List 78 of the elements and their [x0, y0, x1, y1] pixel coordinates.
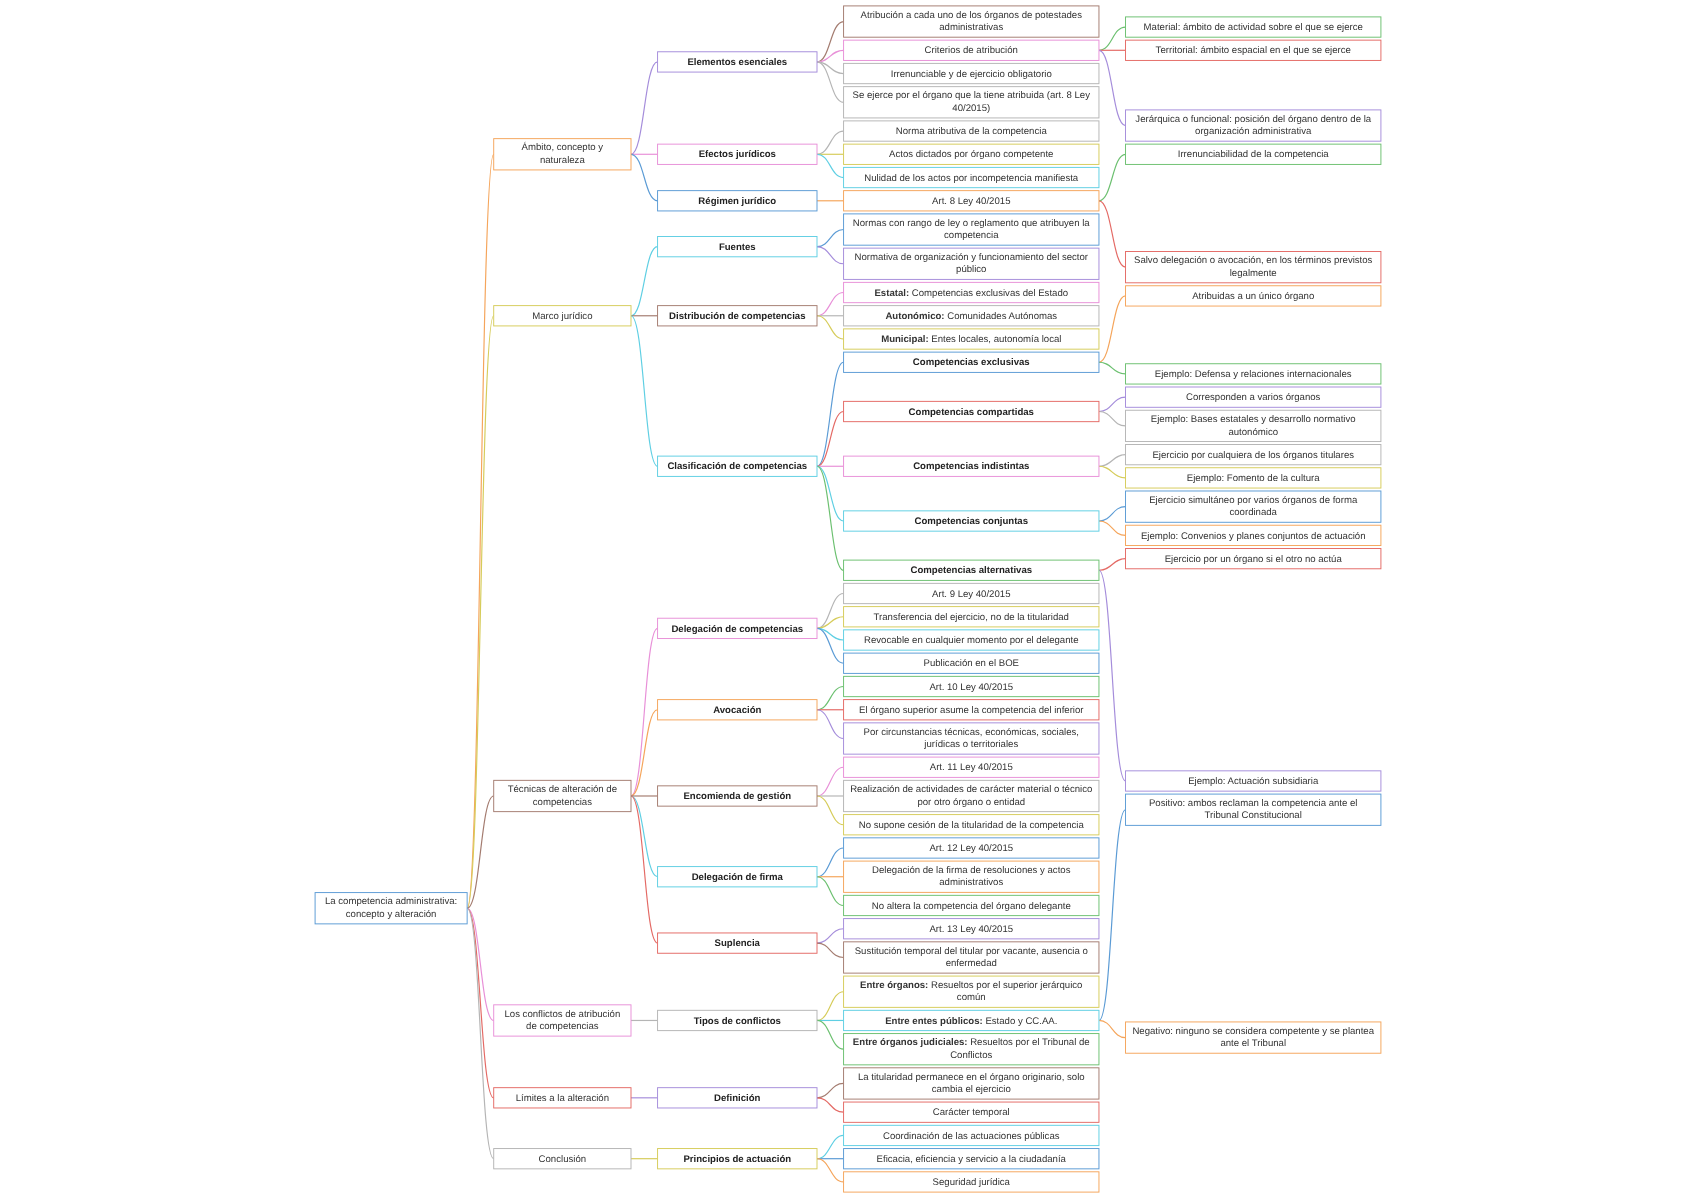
connector [816, 291, 845, 317]
connector [466, 907, 495, 1022]
connector [1098, 1019, 1127, 1039]
connector [816, 766, 845, 797]
connector [466, 153, 495, 909]
connector [816, 315, 845, 340]
connector [1098, 49, 1127, 51]
connector [816, 228, 845, 248]
connector [1098, 558, 1127, 571]
connector [1098, 506, 1127, 522]
connector [816, 876, 845, 907]
connector [630, 153, 659, 155]
connector [816, 928, 845, 944]
connector [630, 1158, 659, 1160]
connector [816, 20, 845, 63]
connector [816, 616, 845, 629]
connector [630, 61, 659, 155]
connector [1098, 153, 1127, 202]
connector [816, 627, 845, 664]
connector [816, 153, 845, 155]
connector [1098, 410, 1127, 427]
connector [466, 907, 495, 1099]
connector [630, 153, 659, 202]
connector [466, 907, 495, 1160]
connector [816, 991, 845, 1022]
connector [816, 1019, 845, 1022]
connector [816, 709, 845, 711]
connector [816, 49, 845, 63]
connector [816, 465, 845, 467]
connector [816, 795, 845, 797]
connector [1098, 49, 1127, 127]
connector [1098, 200, 1127, 268]
connector [816, 709, 845, 740]
connector [816, 246, 845, 265]
connector [630, 795, 659, 878]
connector [466, 315, 495, 909]
connector [816, 361, 845, 467]
connector [816, 1158, 845, 1183]
connector [816, 61, 845, 75]
connector [816, 1134, 845, 1160]
connector [630, 627, 659, 797]
connector [630, 795, 659, 797]
connector [816, 1097, 845, 1113]
connector [816, 1019, 845, 1050]
connector [1098, 454, 1127, 467]
connector [1098, 569, 1127, 782]
connector [816, 130, 845, 155]
connector [1098, 295, 1127, 363]
connector [816, 685, 845, 711]
connector [1098, 26, 1127, 51]
connector [630, 1019, 659, 1022]
connector [1098, 520, 1127, 536]
connector [630, 315, 659, 317]
connector [816, 465, 845, 522]
connector [816, 1082, 845, 1099]
connector [816, 410, 845, 467]
connector [630, 709, 659, 797]
connector [816, 627, 845, 641]
connector [1098, 396, 1127, 413]
connector [816, 465, 845, 571]
connector [630, 1097, 659, 1099]
connector [816, 61, 845, 103]
connector [466, 795, 495, 909]
connector [1098, 809, 1127, 1022]
connector [630, 795, 659, 944]
connector [816, 795, 845, 826]
connector [630, 315, 659, 467]
connector [816, 315, 845, 317]
connector [1098, 465, 1127, 479]
connector [630, 246, 659, 317]
connector [816, 942, 845, 959]
connector [816, 876, 845, 878]
connector [816, 1158, 845, 1160]
connector [816, 592, 845, 629]
connector [1098, 361, 1127, 375]
connector [816, 200, 845, 202]
connector [816, 153, 845, 179]
connector [816, 847, 845, 878]
